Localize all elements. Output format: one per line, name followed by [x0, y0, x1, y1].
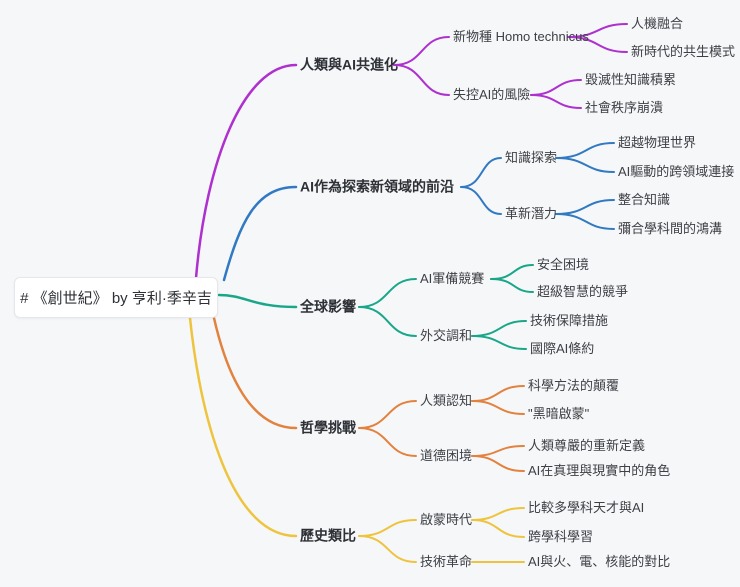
node-ai-out-of-control-risk[interactable]: 失控AI的風險 — [453, 87, 531, 103]
link-knowledge-leaf2 — [555, 157, 615, 173]
node-ai-truth-reality-role[interactable]: AI在真理與現實中的角色 — [528, 463, 671, 479]
link-branch2-child1 — [460, 157, 502, 188]
root-node[interactable]: # 《創世紀》 by 亨利·季辛吉 — [14, 277, 218, 318]
node-scientific-method-subversion[interactable]: 科學方法的顛覆 — [528, 378, 620, 394]
node-interdisciplinary-learning[interactable]: 跨學科學習 — [528, 529, 594, 545]
node-knowledge-exploration[interactable]: 知識探索 — [505, 150, 558, 166]
link-branch1-child2 — [393, 64, 450, 96]
node-international-ai-treaty[interactable]: 國際AI條約 — [530, 341, 595, 357]
link-cognition-leaf2 — [471, 400, 525, 415]
link-root-branch1 — [194, 63, 298, 280]
link-branch4-child2 — [358, 427, 417, 457]
node-redefine-human-dignity[interactable]: 人類尊嚴的重新定義 — [528, 438, 646, 454]
node-technical-safeguards[interactable]: 技術保障措施 — [530, 313, 609, 329]
link-arms-race-leaf2 — [490, 278, 534, 293]
link-branch5-child2 — [358, 535, 417, 563]
link-branch1-child1 — [393, 36, 450, 66]
node-moral-dilemma[interactable]: 道德困境 — [420, 448, 473, 464]
link-moral-leaf2 — [471, 455, 525, 472]
node-ai-fire-electricity-nuclear[interactable]: AI與火、電、核能的對比 — [528, 554, 671, 570]
link-homo-technicus-leaf2 — [567, 36, 628, 53]
node-security-dilemma[interactable]: 安全困境 — [537, 257, 590, 273]
node-ai-frontier[interactable]: AI作為探索新領域的前沿 — [300, 178, 454, 195]
link-innovation-leaf1 — [555, 199, 615, 215]
link-branch3-child2 — [358, 306, 417, 337]
node-philosophical-challenge[interactable]: 哲學挑戰 — [300, 419, 356, 436]
link-cognition-leaf1 — [471, 385, 525, 402]
link-ai-risk-leaf1 — [530, 79, 582, 96]
link-branch3-child1 — [358, 278, 417, 308]
link-diplomacy-leaf2 — [471, 335, 527, 350]
node-global-impact[interactable]: 全球影響 — [300, 298, 356, 315]
node-beyond-physical-world[interactable]: 超越物理世界 — [618, 135, 697, 151]
link-diplomacy-leaf1 — [471, 320, 527, 337]
node-destructive-knowledge[interactable]: 毀滅性知識積累 — [585, 72, 677, 88]
node-polymath-vs-ai[interactable]: 比較多學科天才與AI — [528, 500, 645, 516]
link-root-branch3 — [217, 293, 298, 309]
node-new-symbiosis-mode[interactable]: 新時代的共生模式 — [631, 44, 736, 60]
node-ai-cross-domain-connection[interactable]: AI驅動的跨領域連接 — [618, 164, 735, 180]
node-tech-revolution[interactable]: 技術革命 — [420, 554, 473, 570]
node-superintelligence-competition[interactable]: 超級智慧的競爭 — [537, 284, 629, 300]
node-diplomatic-mediation[interactable]: 外交調和 — [420, 328, 473, 344]
link-knowledge-leaf1 — [555, 142, 615, 159]
link-branch2-child2 — [460, 186, 502, 215]
node-historical-analogy[interactable]: 歷史類比 — [300, 527, 356, 544]
node-human-cognition[interactable]: 人類認知 — [420, 393, 473, 409]
link-branch4-child1 — [358, 400, 417, 429]
node-human-machine-fusion[interactable]: 人機融合 — [631, 16, 684, 32]
node-innovation-potential[interactable]: 革新潛力 — [505, 206, 558, 222]
link-root-branch2 — [222, 185, 298, 282]
link-root-branch5 — [188, 316, 298, 538]
link-branch5-child1 — [358, 519, 417, 537]
node-human-ai-coevolution[interactable]: 人類與AI共進化 — [300, 56, 398, 73]
node-dark-enlightenment[interactable]: "黑暗啟蒙" — [528, 406, 590, 422]
link-root-branch4 — [212, 316, 298, 430]
link-ai-risk-leaf2 — [530, 94, 582, 109]
node-bridge-discipline-gap[interactable]: 彌合學科間的鴻溝 — [618, 221, 723, 237]
node-homo-technicus[interactable]: 新物種 Homo technicus — [453, 29, 589, 45]
node-ai-arms-race[interactable]: AI軍備競賽 — [420, 271, 485, 287]
link-enlightenment-leaf2 — [471, 519, 525, 538]
link-moral-leaf1 — [471, 445, 525, 457]
link-innovation-leaf2 — [555, 213, 615, 230]
node-enlightenment-era[interactable]: 啟蒙時代 — [420, 512, 473, 528]
node-social-order-collapse[interactable]: 社會秩序崩潰 — [585, 100, 664, 116]
link-enlightenment-leaf1 — [471, 507, 525, 521]
link-arms-race-leaf1 — [490, 264, 534, 280]
node-integrate-knowledge[interactable]: 整合知識 — [618, 192, 671, 208]
